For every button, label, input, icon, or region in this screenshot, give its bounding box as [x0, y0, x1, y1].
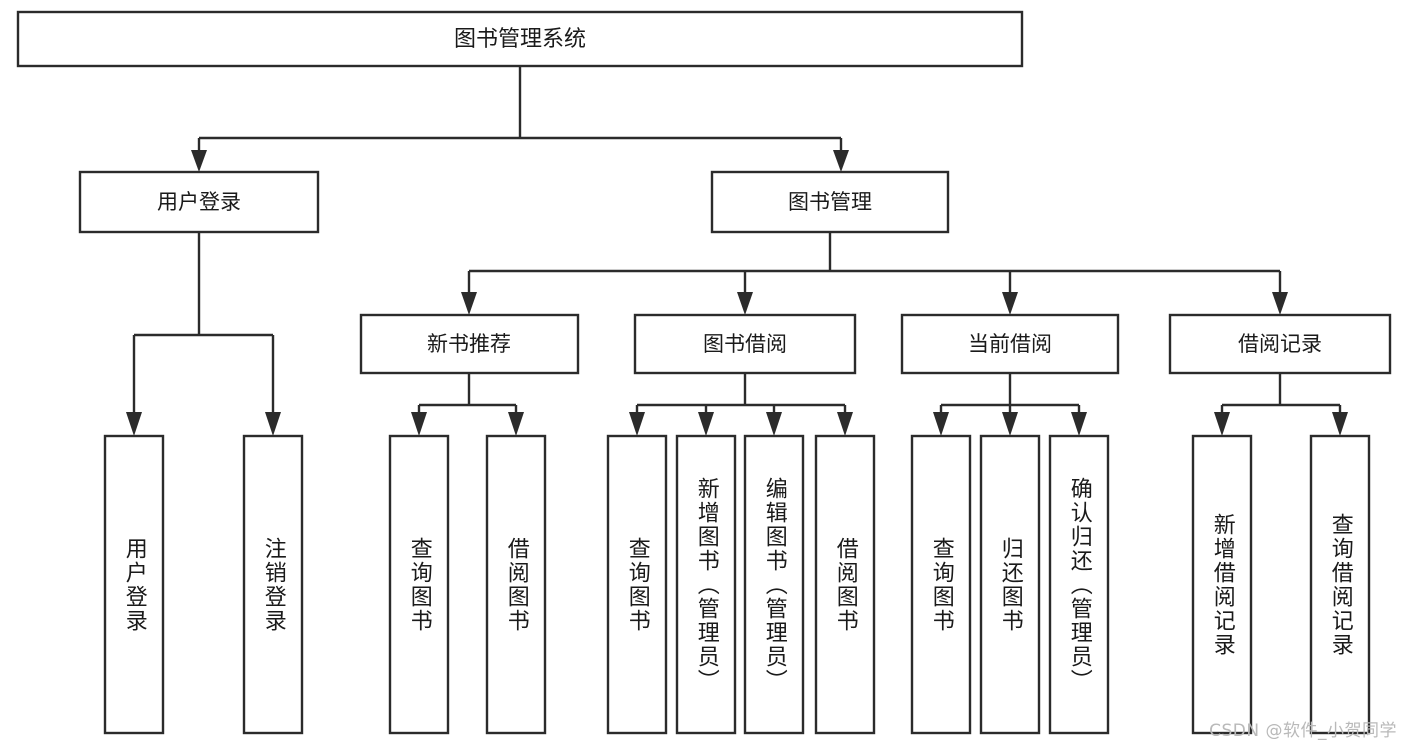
leaf-box-cb-confirm-return[interactable]	[1048, 434, 1110, 735]
node-root-system[interactable]: 图书管理系统	[16, 10, 1024, 68]
connector-borrow-to-leaves	[629, 373, 853, 436]
leaf-box-br-query-record[interactable]	[1309, 434, 1371, 735]
connector-bookmgmt-to-level3	[461, 232, 1288, 315]
node-new-book-recommend[interactable]: 新书推荐	[359, 313, 580, 375]
connector-record-to-leaves	[1214, 373, 1348, 436]
leaf-box-cb-query-book[interactable]	[910, 434, 972, 735]
leaf-box-nbr-query-book[interactable]	[388, 434, 450, 735]
node-book-borrow-label: 图书借阅	[703, 332, 787, 356]
leaf-box-bb-query-book[interactable]	[606, 434, 668, 735]
connector-root-to-level2	[191, 66, 849, 172]
node-current-borrow[interactable]: 当前借阅	[900, 313, 1120, 375]
node-borrow-record[interactable]: 借阅记录	[1168, 313, 1392, 375]
leaf-box-user-login[interactable]	[103, 434, 165, 735]
connector-current-to-leaves	[933, 373, 1087, 436]
node-new-book-recommend-label: 新书推荐	[427, 332, 511, 356]
leaf-box-bb-borrow-book[interactable]	[814, 434, 876, 735]
node-root-label: 图书管理系统	[454, 27, 586, 52]
node-book-management[interactable]: 图书管理	[710, 170, 950, 234]
node-current-borrow-label: 当前借阅	[968, 332, 1052, 356]
csdn-watermark: CSDN @软件_小贺同学	[1209, 721, 1397, 741]
node-borrow-record-label: 借阅记录	[1238, 332, 1322, 356]
leaf-box-cb-return-book[interactable]	[979, 434, 1041, 735]
node-book-management-label: 图书管理	[788, 190, 872, 214]
node-book-borrow[interactable]: 图书借阅	[633, 313, 857, 375]
leaf-box-bb-add-book[interactable]	[675, 434, 737, 735]
node-user-login[interactable]: 用户登录	[78, 170, 320, 234]
node-user-login-label: 用户登录	[157, 190, 241, 214]
leaf-box-logout[interactable]	[242, 434, 304, 735]
connector-userlogin-to-leaves	[126, 232, 281, 436]
leaf-box-br-add-record[interactable]	[1191, 434, 1253, 735]
connector-newbook-to-leaves	[411, 373, 524, 436]
leaf-box-bb-edit-book[interactable]	[743, 434, 805, 735]
leaf-box-nbr-borrow-book[interactable]	[485, 434, 547, 735]
